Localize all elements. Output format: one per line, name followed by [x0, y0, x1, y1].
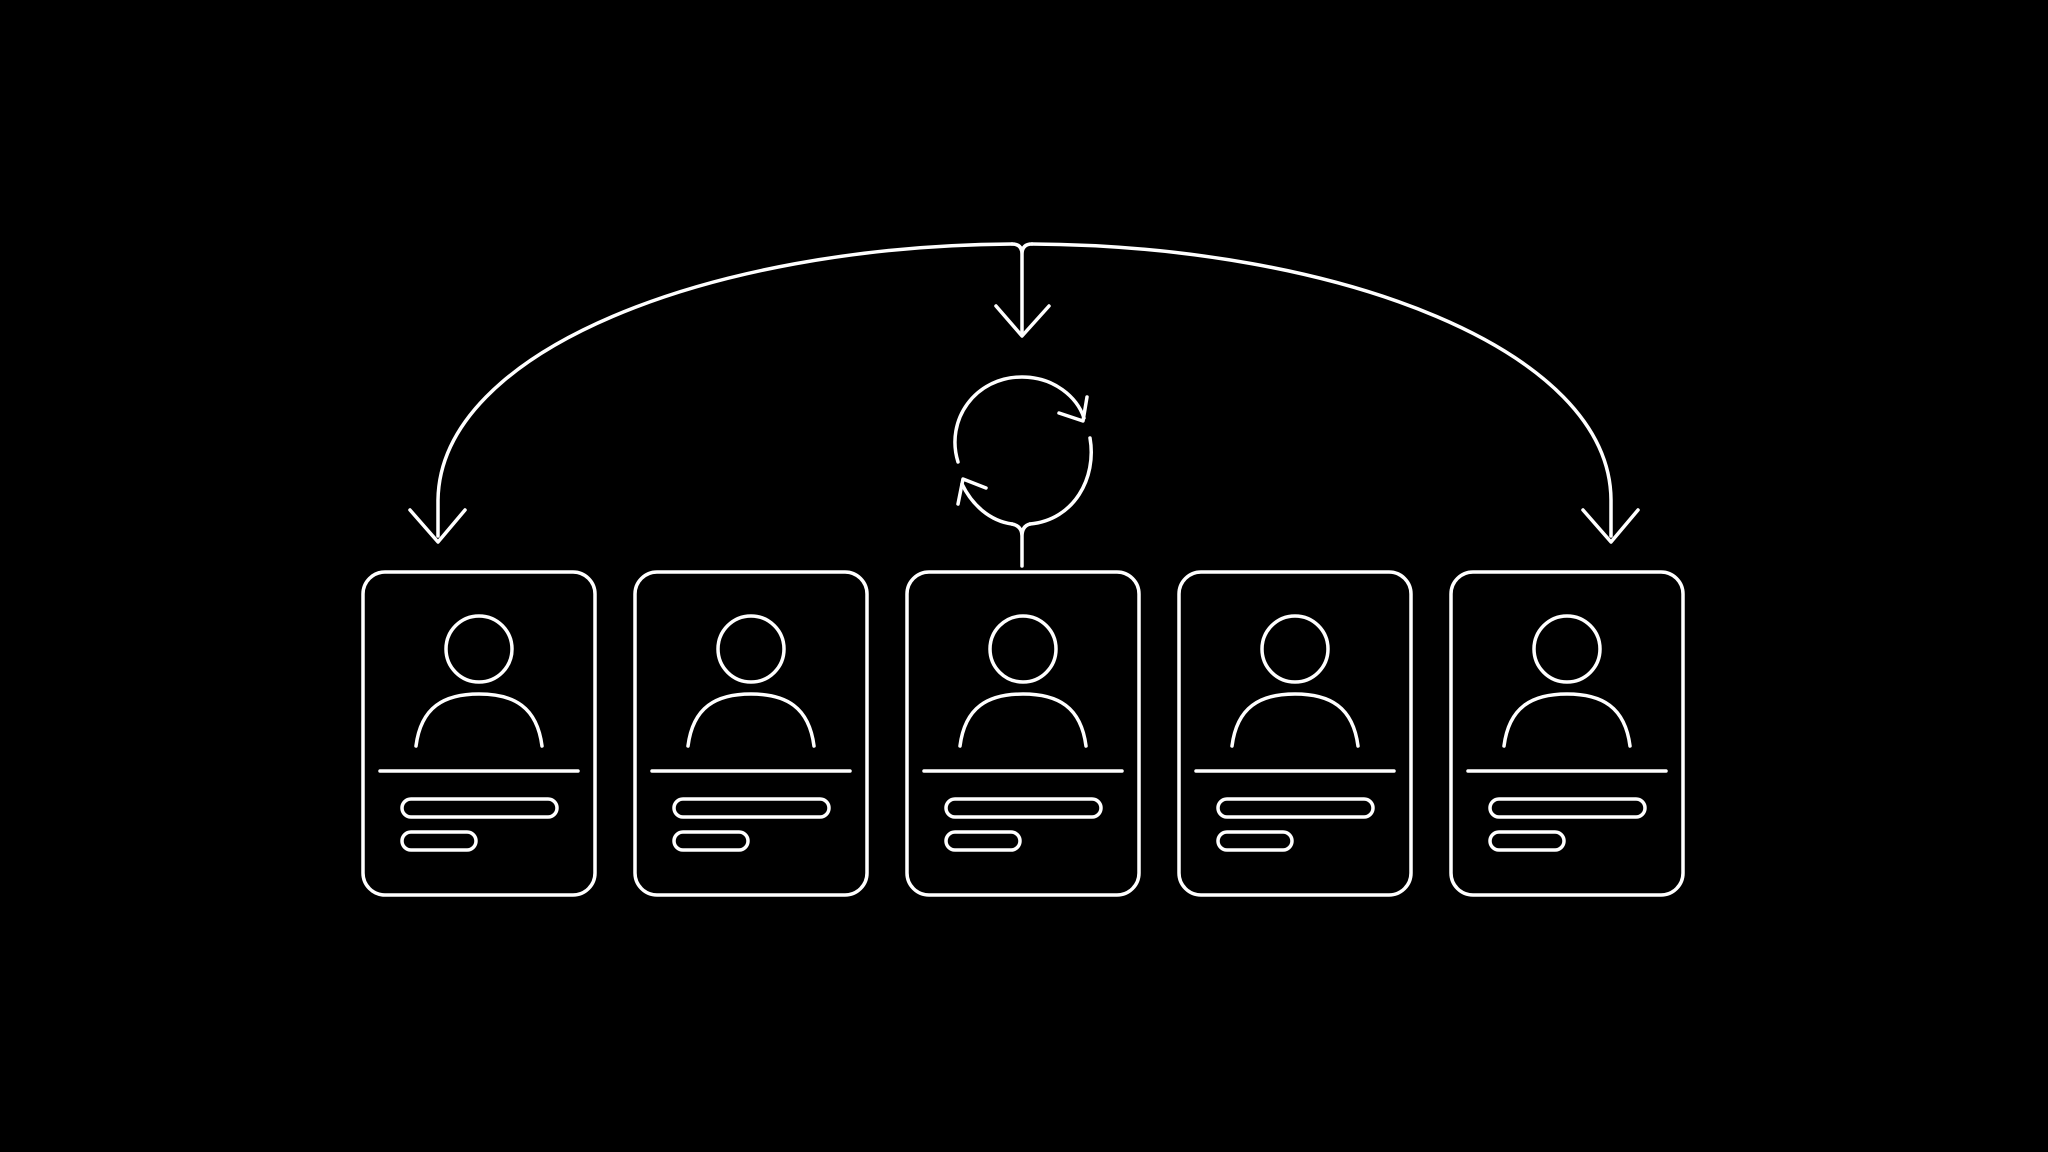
junction-stem [1010, 242, 1034, 336]
user-icon [1502, 614, 1632, 748]
user-shoulders [414, 692, 544, 748]
text-line-long [1488, 797, 1647, 819]
profile-card [1449, 570, 1685, 897]
left-arrowhead-icon [408, 508, 467, 544]
text-line-long [400, 797, 559, 819]
text-line-long [672, 797, 831, 819]
user-head [988, 614, 1058, 684]
card-frame [905, 570, 1141, 897]
card-frame [361, 570, 597, 897]
card-frame [633, 570, 869, 897]
user-icon [958, 614, 1088, 748]
user-shoulders [958, 692, 1088, 748]
right-branch-curve [1030, 242, 1613, 538]
profile-card [633, 570, 869, 897]
user-shoulders [686, 692, 816, 748]
profile-cards [361, 570, 1685, 897]
user-head [716, 614, 786, 684]
text-line-short [400, 830, 478, 852]
profile-card [1177, 570, 1413, 897]
card-frame [1449, 570, 1685, 897]
text-line-long [1216, 797, 1375, 819]
user-icon [1230, 614, 1360, 748]
user-icon [414, 614, 544, 748]
text-line-short [1488, 830, 1566, 852]
profile-card [361, 570, 597, 897]
text-line-long [944, 797, 1103, 819]
card-frame [1177, 570, 1413, 897]
top-connector [408, 242, 1640, 544]
text-line-short [1216, 830, 1294, 852]
arrow-down-icon [994, 304, 1051, 338]
text-line-short [672, 830, 750, 852]
user-icon [686, 614, 816, 748]
user-shoulders [1502, 692, 1632, 748]
cycle-icon [953, 375, 1093, 568]
profile-card [905, 570, 1141, 897]
user-head [444, 614, 514, 684]
right-arrowhead-icon [1581, 508, 1640, 544]
user-shoulders [1230, 692, 1360, 748]
user-head [1260, 614, 1330, 684]
text-line-short [944, 830, 1022, 852]
left-branch-curve [436, 242, 1014, 538]
user-head [1532, 614, 1602, 684]
